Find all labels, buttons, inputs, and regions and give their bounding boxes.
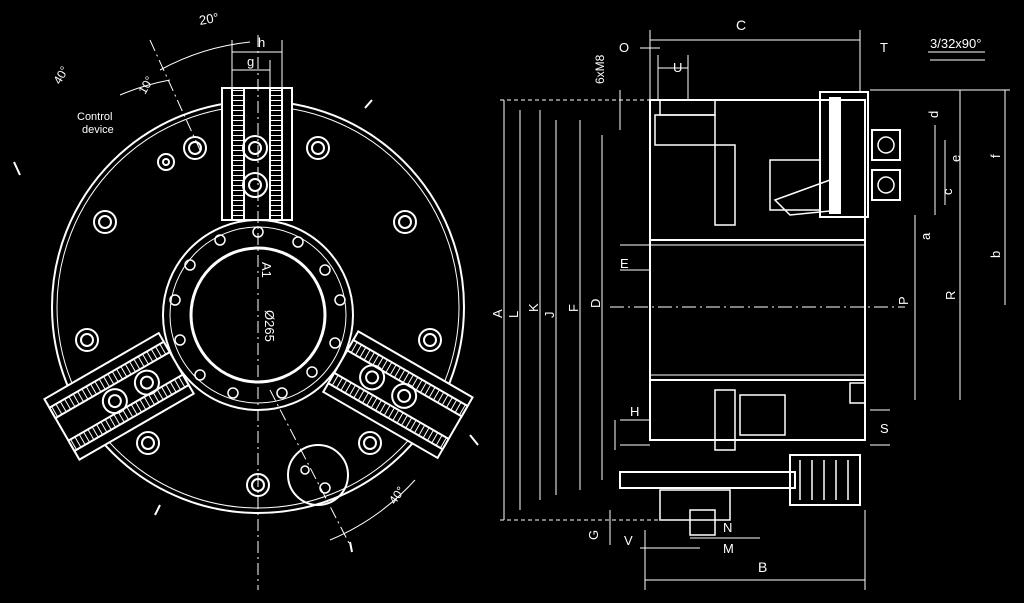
left-jaw: [43, 331, 196, 462]
axis-label-a1: A1: [259, 262, 274, 278]
dim-label-G: G: [586, 530, 601, 540]
reference-ticks: [13, 99, 479, 553]
dim-label-L: L: [506, 311, 521, 318]
control-tube: [619, 471, 796, 489]
dim-label-b: b: [988, 251, 1003, 258]
control-device-label-line2: device: [82, 124, 114, 136]
right-jaw: [321, 329, 474, 460]
side-view-labels: C O T 3/32x90° U 6xM8 A L K J F D E H G …: [490, 17, 1003, 575]
angle-arc-10: [119, 79, 171, 96]
body-mounting-holes: [75, 136, 442, 497]
angle-arc-40: [329, 479, 416, 541]
control-connector: [789, 454, 861, 506]
bolt-spec-label: 6xM8: [593, 54, 607, 84]
dim-label-N: N: [723, 520, 732, 535]
side-view: [500, 30, 1010, 590]
angle-label-20: 20°: [198, 10, 220, 28]
control-device-label-line1: Control: [77, 111, 112, 123]
dim-label-R: R: [943, 291, 958, 300]
control-device-boss: [287, 444, 349, 506]
dim-label-E: E: [620, 256, 629, 271]
dim-label-T: T: [880, 40, 888, 55]
thread-note-label: 3/32x90°: [930, 36, 981, 51]
dim-label-C: C: [736, 17, 746, 33]
dim-label-H: H: [630, 404, 639, 419]
dim-label-P: P: [896, 296, 911, 305]
dim-label-B: B: [758, 559, 767, 575]
dim-label-K: K: [526, 303, 541, 312]
bottom-dimension-lines: [640, 510, 866, 590]
dim-label-D: D: [588, 299, 603, 308]
dim-label-S: S: [880, 421, 889, 436]
dim-label-M: M: [723, 541, 734, 556]
dimension-label-h: h: [258, 35, 265, 50]
jaw-width-dimensions: [231, 40, 283, 88]
right-dimension-lines: [870, 89, 1010, 446]
dim-label-a: a: [918, 232, 933, 240]
bore-diameter-label: Ø265: [262, 310, 277, 342]
dim-label-U: U: [673, 60, 682, 75]
front-view: [13, 35, 479, 590]
dim-label-O: O: [619, 40, 629, 55]
angle-label-10: 10°: [135, 74, 156, 97]
angle-label-40-bottom: 40°: [386, 484, 408, 507]
front-centerlines: [149, 35, 351, 590]
dim-label-F: F: [566, 304, 581, 312]
dim-label-f: f: [988, 154, 1003, 158]
angle-arc-20: [159, 41, 251, 71]
dim-label-A: A: [490, 309, 505, 318]
dim-label-V: V: [624, 533, 633, 548]
dimension-label-g: g: [247, 54, 254, 69]
bore-section: [649, 239, 866, 381]
dim-label-J: J: [542, 312, 557, 319]
dim-label-d: d: [926, 111, 941, 118]
dim-label-c: c: [940, 188, 955, 195]
front-plate-upper: [819, 91, 869, 218]
top-dimension-lines: [619, 30, 985, 130]
dim-label-e: e: [948, 155, 963, 162]
angle-label-40-top: 40°: [50, 64, 71, 87]
top-jaw: [221, 87, 293, 221]
left-dimension-lines: [500, 99, 660, 545]
